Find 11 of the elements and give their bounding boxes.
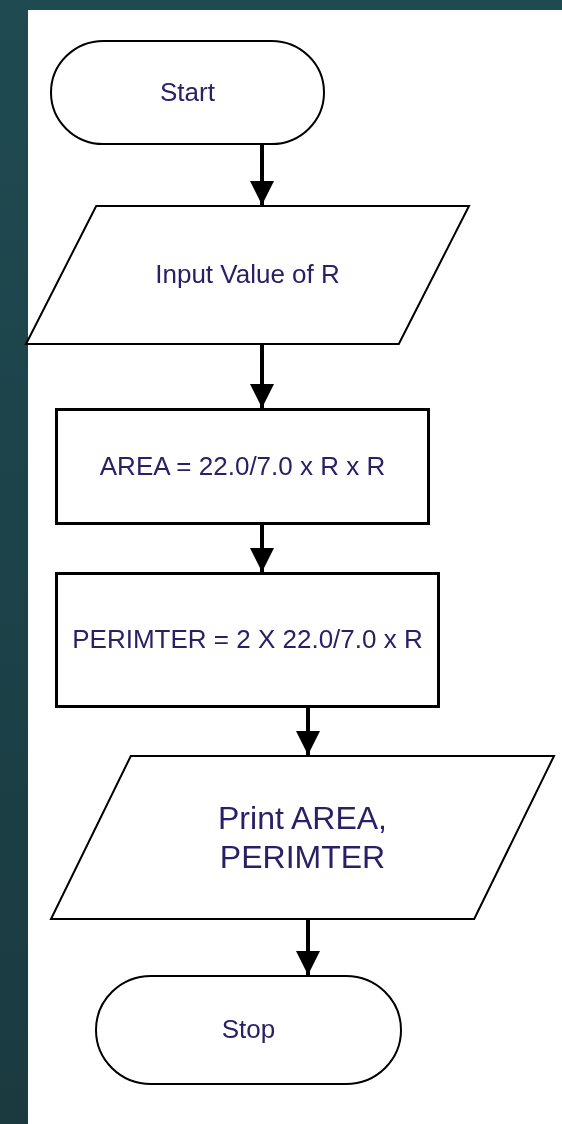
node-label: PERIMTER = 2 X 22.0/7.0 x R	[71, 624, 424, 656]
arrow	[296, 920, 320, 975]
node-label: Input Value of R	[154, 259, 341, 291]
node-label: Start	[159, 76, 216, 109]
arrow	[250, 525, 274, 572]
node-label: AREA = 22.0/7.0 x R x R	[98, 450, 387, 483]
arrow	[250, 345, 274, 408]
arrow	[296, 708, 320, 755]
arrow	[250, 145, 274, 205]
node-label: Print AREA, PERIMTER	[217, 799, 388, 876]
node-label: Stop	[220, 1014, 277, 1046]
